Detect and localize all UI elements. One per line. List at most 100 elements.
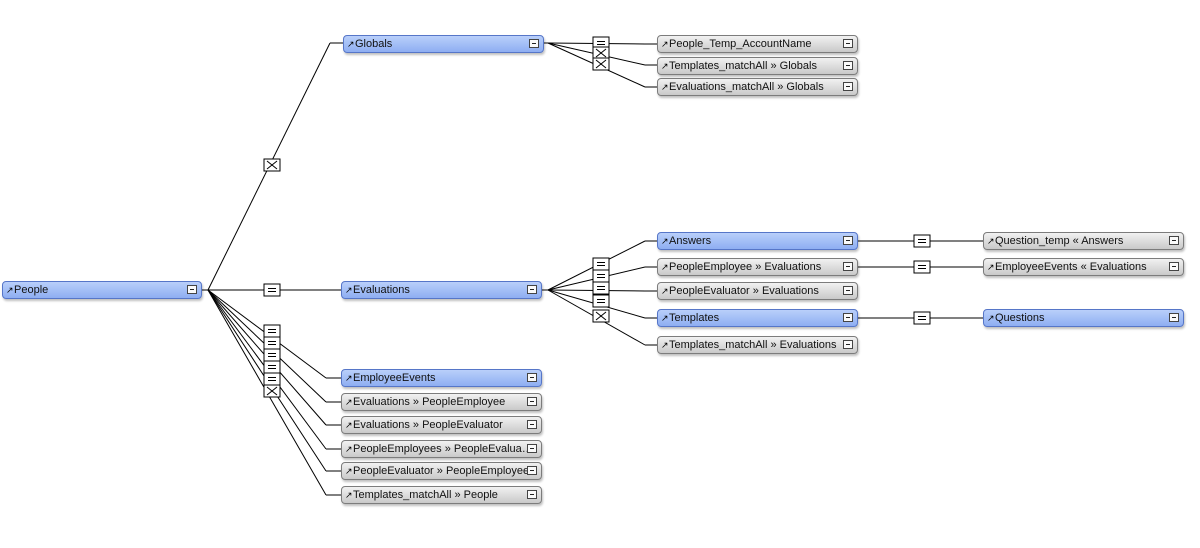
relationship-line: [547, 240, 646, 291]
collapse-icon[interactable]: [843, 340, 853, 349]
occurrence-label: PeopleEmployees » PeopleEvalua…: [353, 443, 533, 455]
occurrence-people-temp-accountname[interactable]: ↗People_Temp_AccountName: [657, 35, 858, 53]
collapse-icon[interactable]: [529, 39, 539, 48]
occurrence-people-employee-evaluations[interactable]: ↗PeopleEmployee » Evaluations: [657, 258, 858, 276]
equal-relationship-icon[interactable]: [263, 372, 281, 386]
occurrence-evaluations[interactable]: ↗Evaluations: [341, 281, 542, 299]
occurrence-people[interactable]: ↗People: [2, 281, 202, 299]
occurrence-people-evaluator-evaluations[interactable]: ↗PeopleEvaluator » Evaluations: [657, 282, 858, 300]
arrow-icon: ↗: [661, 262, 669, 272]
occurrence-label: PeopleEvaluator » Evaluations: [669, 285, 819, 297]
relationship-line: [547, 42, 646, 66]
collapse-icon[interactable]: [527, 285, 537, 294]
occurrence-people-employees-people-evaluator[interactable]: ↗PeopleEmployees » PeopleEvalua…: [341, 440, 542, 458]
cartesian-relationship-icon[interactable]: [263, 158, 281, 172]
arrow-icon: ↗: [987, 313, 995, 323]
arrow-icon: ↗: [661, 340, 669, 350]
collapse-icon[interactable]: [187, 285, 197, 294]
equal-relationship-icon[interactable]: [592, 281, 610, 295]
arrow-icon: ↗: [345, 466, 353, 476]
equal-relationship-icon[interactable]: [592, 269, 610, 283]
cartesian-relationship-icon[interactable]: [592, 57, 610, 71]
occurrence-label: Templates_matchAll » People: [353, 489, 498, 501]
occurrence-label: PeopleEmployee » Evaluations: [669, 261, 822, 273]
collapse-icon[interactable]: [843, 286, 853, 295]
occurrence-label: Templates_matchAll » Evaluations: [669, 339, 837, 351]
occurrence-evaluations-matchall-globals[interactable]: ↗Evaluations_matchAll » Globals: [657, 78, 858, 96]
equal-relationship-icon[interactable]: [592, 294, 610, 308]
cartesian-relationship-icon[interactable]: [592, 309, 610, 323]
collapse-icon[interactable]: [843, 236, 853, 245]
relationship-line: [207, 289, 327, 403]
occurrence-label: Templates_matchAll » Globals: [669, 60, 817, 72]
cartesian-relationship-icon[interactable]: [263, 384, 281, 398]
collapse-icon[interactable]: [1169, 313, 1179, 322]
occurrence-questions[interactable]: ↗Questions: [983, 309, 1184, 327]
arrow-icon: ↗: [345, 490, 353, 500]
occurrence-templates-matchall-people[interactable]: ↗Templates_matchAll » People: [341, 486, 542, 504]
equal-relationship-icon[interactable]: [263, 324, 281, 338]
collapse-icon[interactable]: [843, 61, 853, 70]
collapse-icon[interactable]: [527, 444, 537, 453]
occurrence-people-evaluator-people-employee[interactable]: ↗PeopleEvaluator » PeopleEmployee: [341, 462, 542, 480]
arrow-icon: ↗: [345, 397, 353, 407]
equal-relationship-icon[interactable]: [913, 311, 931, 325]
collapse-icon[interactable]: [843, 82, 853, 91]
occurrence-label: EmployeeEvents: [353, 372, 436, 384]
occurrence-evaluations-people-evaluator[interactable]: ↗Evaluations » PeopleEvaluator: [341, 416, 542, 434]
occurrence-label: Answers: [669, 235, 712, 247]
relationship-line: [207, 289, 327, 426]
relationship-line: [547, 289, 646, 319]
occurrence-evaluations-people-employee[interactable]: ↗Evaluations » PeopleEmployee: [341, 393, 542, 411]
equal-relationship-icon[interactable]: [263, 283, 281, 297]
arrow-icon: ↗: [661, 286, 669, 296]
equal-relationship-icon[interactable]: [913, 234, 931, 248]
arrow-icon: ↗: [345, 373, 353, 383]
arrow-icon: ↗: [345, 285, 353, 295]
occurrence-templates[interactable]: ↗Templates: [657, 309, 858, 327]
collapse-icon[interactable]: [843, 262, 853, 271]
occurrence-label: Globals: [355, 38, 393, 50]
equal-relationship-icon[interactable]: [263, 360, 281, 374]
collapse-icon[interactable]: [843, 39, 853, 48]
occurrence-templates-matchall-globals[interactable]: ↗Templates_matchAll » Globals: [657, 57, 858, 75]
equal-relationship-icon[interactable]: [913, 260, 931, 274]
collapse-icon[interactable]: [1169, 236, 1179, 245]
occurrence-employee-events-evaluations[interactable]: ↗EmployeeEvents « Evaluations: [983, 258, 1184, 276]
occurrence-label: Templates: [669, 312, 720, 324]
relationship-line: [547, 289, 646, 292]
arrow-icon: ↗: [661, 39, 669, 49]
relationship-line: [547, 42, 646, 45]
arrow-icon: ↗: [987, 236, 995, 246]
occurrence-label: Evaluations_matchAll » Globals: [669, 81, 824, 93]
relationship-line: [547, 266, 646, 291]
occurrence-question-temp-answers[interactable]: ↗Question_temp « Answers: [983, 232, 1184, 250]
occurrence-label: Evaluations » PeopleEvaluator: [353, 419, 503, 431]
collapse-icon[interactable]: [527, 373, 537, 382]
relationship-line: [547, 42, 646, 88]
occurrence-employee-events[interactable]: ↗EmployeeEvents: [341, 369, 542, 387]
occurrence-globals[interactable]: ↗Globals: [343, 35, 544, 53]
relationship-line: [207, 289, 327, 496]
equal-relationship-icon[interactable]: [592, 36, 610, 50]
collapse-icon[interactable]: [527, 420, 537, 429]
relationship-line: [207, 289, 327, 379]
collapse-icon[interactable]: [1169, 262, 1179, 271]
occurrence-label: Evaluations: [353, 284, 410, 296]
occurrence-answers[interactable]: ↗Answers: [657, 232, 858, 250]
equal-relationship-icon[interactable]: [263, 348, 281, 362]
collapse-icon[interactable]: [843, 313, 853, 322]
collapse-icon[interactable]: [527, 490, 537, 499]
occurrence-label: EmployeeEvents « Evaluations: [995, 261, 1147, 273]
equal-relationship-icon[interactable]: [592, 257, 610, 271]
arrow-icon: ↗: [987, 262, 995, 272]
collapse-icon[interactable]: [527, 397, 537, 406]
arrow-icon: ↗: [345, 444, 353, 454]
cartesian-relationship-icon[interactable]: [592, 46, 610, 60]
relationship-line: [207, 42, 331, 291]
collapse-icon[interactable]: [527, 466, 537, 475]
equal-relationship-icon[interactable]: [263, 336, 281, 350]
arrow-icon: ↗: [661, 82, 669, 92]
occurrence-templates-matchall-evaluations[interactable]: ↗Templates_matchAll » Evaluations: [657, 336, 858, 354]
